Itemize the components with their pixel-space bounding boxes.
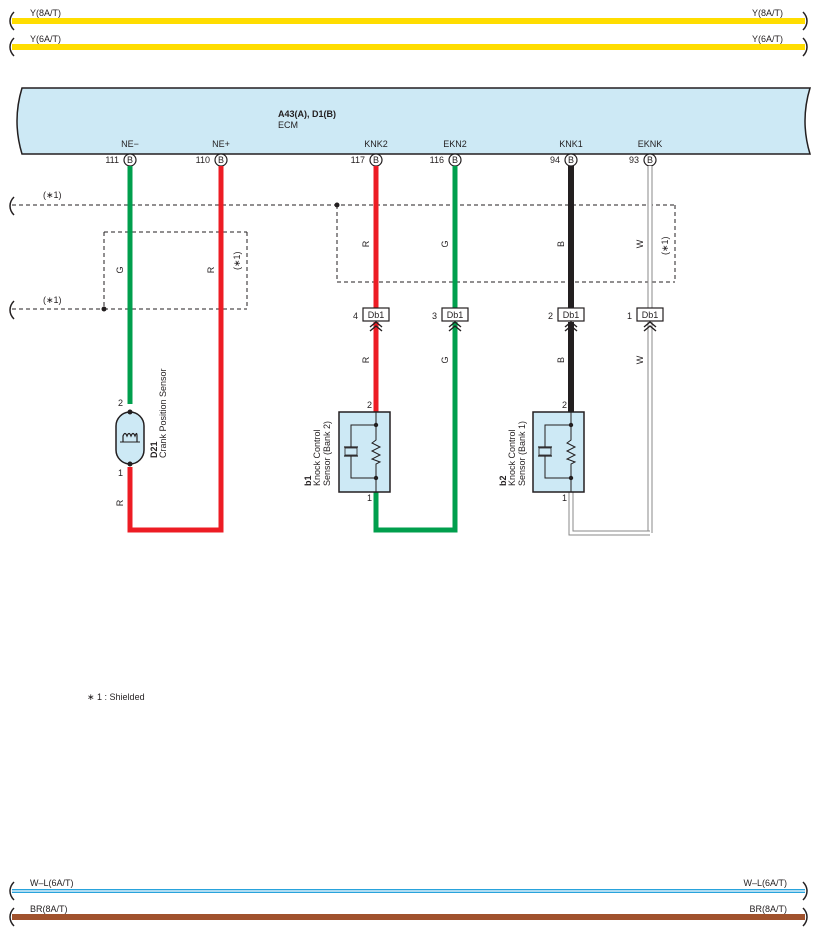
terminal-name: NE− [121, 139, 139, 149]
terminal-name: KNK2 [364, 139, 388, 149]
crank-position-sensor: 2 1 D21 Crank Position Sensor [115, 368, 168, 478]
shield-mark: (∗1) [660, 236, 670, 255]
component-name: Crank Position Sensor [158, 368, 168, 458]
terminal-pin: 110 [196, 155, 210, 165]
connector-pin: 1 [627, 311, 632, 321]
connector-pin: 2 [548, 311, 553, 321]
connector-name: Db1 [447, 310, 464, 320]
terminal-pin: 111 [105, 155, 119, 165]
wire-color-label: W [635, 239, 645, 248]
connector-db1-1: 1 Db1 [627, 307, 664, 332]
piezo-icon [344, 412, 382, 492]
ecm-name: ECM [278, 120, 298, 130]
wire-ekn2: G G [373, 166, 458, 533]
pin-bottom: 1 [562, 493, 567, 503]
wire-color-label: B [556, 241, 566, 247]
component-name-line1: Knock Control [507, 429, 517, 486]
bus-bottom-1: W–L(6A/T) W–L(6A/T) [9, 878, 808, 901]
wire-color-label: R [361, 240, 371, 247]
wire-color-label: G [440, 356, 450, 363]
wire-color-label: B [556, 357, 566, 363]
pin-top: 2 [562, 400, 567, 410]
pin-top: 2 [118, 398, 123, 408]
terminal-pin: 116 [430, 155, 444, 165]
ecm-block: A43(A), D1(B) ECM [16, 87, 812, 155]
shield-mark: (∗1) [232, 251, 242, 270]
bus-label-left: Y(6A/T) [30, 34, 61, 44]
connector-name: Db1 [642, 310, 659, 320]
bus-top-2: Y(6A/T) Y(6A/T) [9, 34, 808, 57]
pin-bottom: 1 [367, 493, 372, 503]
wire-color-label: G [115, 266, 125, 273]
bus-top-1: Y(8A/T) Y(8A/T) [9, 8, 808, 31]
terminal-conn: B [452, 155, 458, 165]
wire-knk2: R R [361, 166, 379, 412]
terminal-conn: B [373, 155, 379, 165]
connector-name: Db1 [368, 310, 385, 320]
shield-mark: (∗1) [43, 295, 62, 305]
terminal-conn: B [568, 155, 574, 165]
shielded-note: ∗ 1 : Shielded [87, 692, 145, 702]
terminal-name: KNK1 [559, 139, 583, 149]
wire-color-label: R [115, 499, 125, 506]
terminal-conn: B [218, 155, 224, 165]
knock-sensor-bank2: 2 1 b1 Knock Control Sensor (Bank 2) [303, 400, 391, 503]
connector-db1-4: 4 Db1 [353, 307, 390, 332]
component-code: D21 [149, 441, 159, 458]
connector-db1-2: 2 Db1 [548, 307, 585, 332]
wire-color-label: R [206, 266, 216, 273]
bus-label-right: BR(8A/T) [749, 904, 787, 914]
ecm-code: A43(A), D1(B) [278, 109, 336, 119]
bus-bottom-2: BR(8A/T) BR(8A/T) [9, 904, 808, 927]
terminal-pin: 94 [550, 155, 560, 165]
piezo-icon [538, 412, 577, 492]
component-code: b2 [498, 475, 508, 486]
terminal-name: EKN2 [443, 139, 467, 149]
wire-eknk: W W [568, 166, 653, 536]
knock-sensor-bank1: 2 1 b2 Knock Control Sensor (Bank 1) [498, 400, 585, 503]
terminal-pin: 93 [629, 155, 639, 165]
component-name-line2: Sensor (Bank 1) [517, 421, 527, 486]
terminal-name: EKNK [638, 139, 663, 149]
wire-ne-plus: R R [115, 166, 224, 533]
wire-color-label: R [361, 356, 371, 363]
ecm-terminal-knk2: KNK2 117 B [351, 139, 388, 167]
component-name-line1: Knock Control [312, 429, 322, 486]
bus-label-left: W–L(6A/T) [30, 878, 74, 888]
terminal-conn: B [647, 155, 653, 165]
ecm-terminal-ekn2: EKN2 116 B [430, 139, 467, 167]
terminal-pin: 117 [351, 155, 365, 165]
pin-top: 2 [367, 400, 372, 410]
bus-label-right: W–L(6A/T) [743, 878, 787, 888]
bus-label-right: Y(6A/T) [752, 34, 783, 44]
wire-color-label: W [635, 355, 645, 364]
bus-label-left: BR(8A/T) [30, 904, 68, 914]
terminal-name: NE+ [212, 139, 230, 149]
connector-name: Db1 [563, 310, 580, 320]
wire-ne-minus: G [115, 166, 133, 404]
connector-db1-3: 3 Db1 [432, 307, 469, 332]
coil-icon [122, 432, 138, 442]
wire-knk1: B B [556, 166, 574, 412]
bus-label-right: Y(8A/T) [752, 8, 783, 18]
connector-pin: 3 [432, 311, 437, 321]
component-name-line2: Sensor (Bank 2) [322, 421, 332, 486]
terminal-conn: B [127, 155, 133, 165]
connector-pin: 4 [353, 311, 358, 321]
bus-label-left: Y(8A/T) [30, 8, 61, 18]
wire-color-label: G [440, 240, 450, 247]
pin-bottom: 1 [118, 468, 123, 478]
shield-mark: (∗1) [43, 190, 62, 200]
component-code: b1 [303, 475, 313, 486]
shield-lines: (∗1) (∗1) (∗1) (∗1) [9, 190, 676, 320]
